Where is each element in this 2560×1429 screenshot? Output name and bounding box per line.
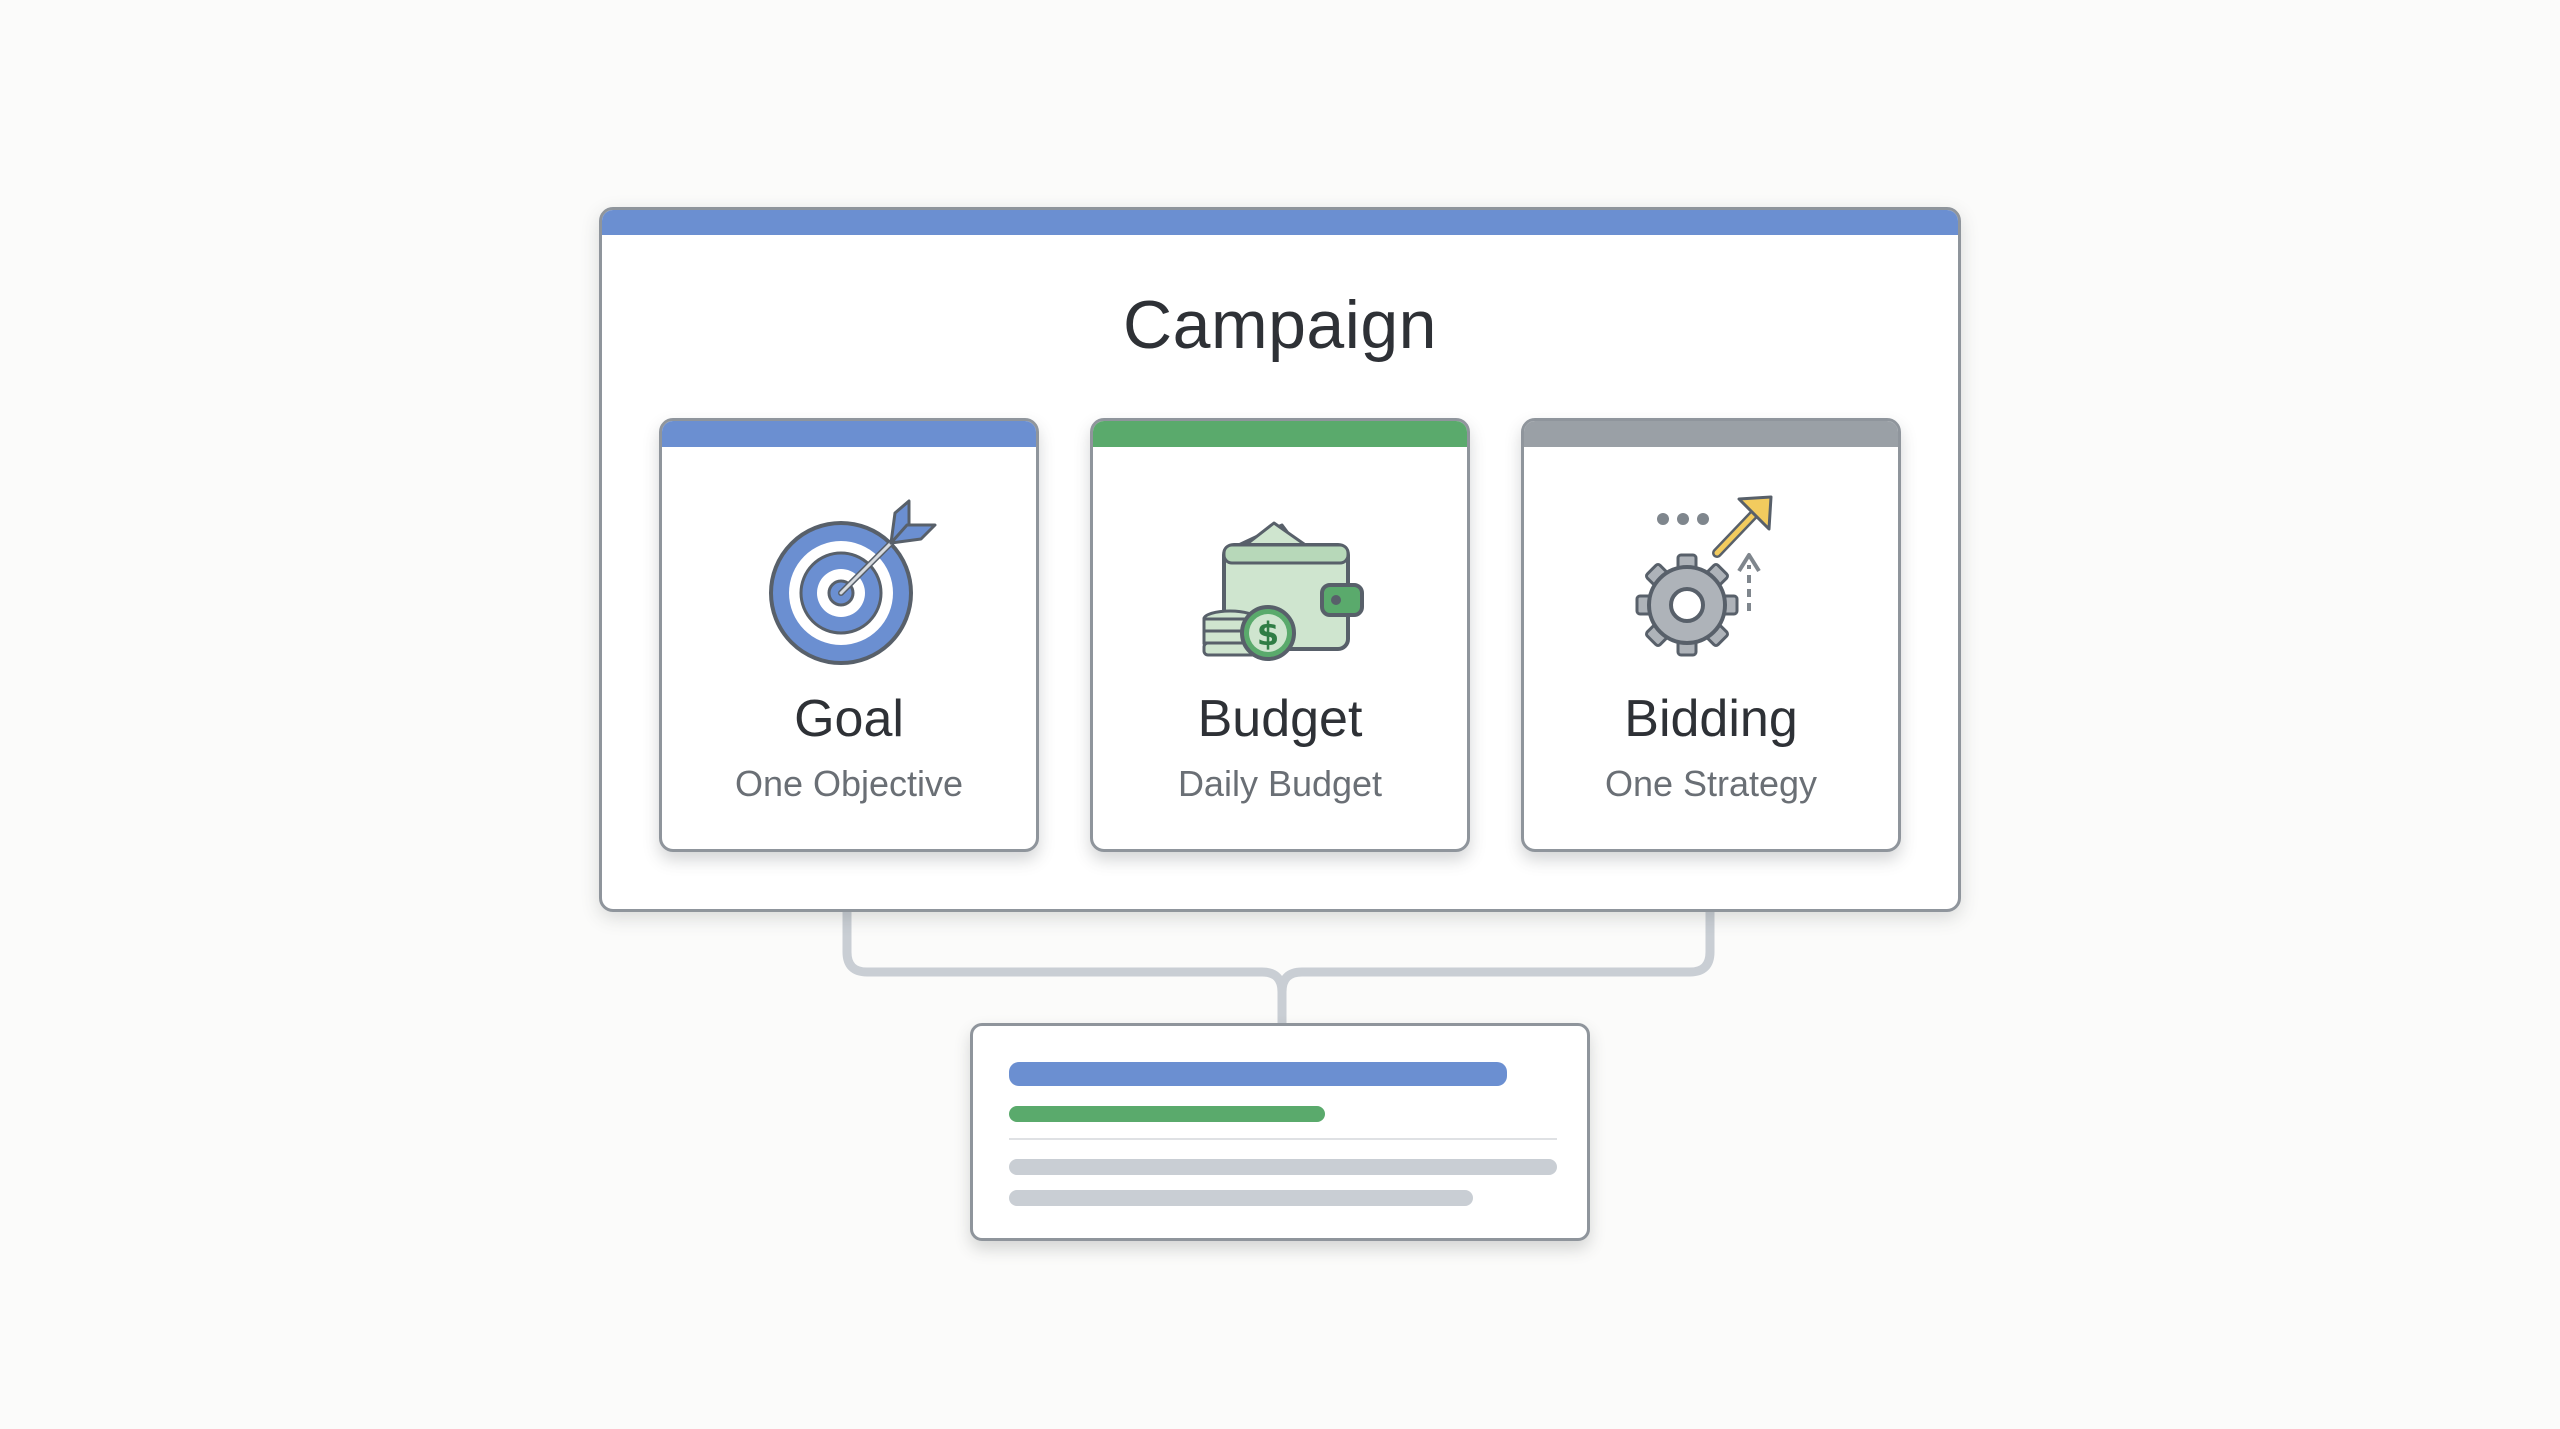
goal-subtitle: One Objective [734, 763, 964, 804]
bidding-card-bar [1524, 421, 1898, 447]
target-icon [769, 499, 937, 665]
connector-bracket [842, 907, 1715, 1028]
bidding-subtitle: One Strategy [1604, 763, 1818, 804]
bidding-title: Bidding [1624, 690, 1798, 748]
result-url-bar [1009, 1106, 1325, 1122]
goal-title: Goal [794, 690, 904, 748]
result-text-bar [1009, 1190, 1473, 1206]
campaign-title: Campaign [1123, 287, 1437, 363]
result-card [970, 1023, 1590, 1241]
gear-arrow-icon [1635, 495, 1773, 657]
budget-card-bar [1093, 421, 1467, 447]
budget-card: $ Budget Daily Budget [1090, 418, 1470, 852]
goal-card-bar [662, 421, 1036, 447]
result-text-bar [1009, 1159, 1557, 1175]
result-divider [1009, 1138, 1557, 1140]
svg-text:$: $ [1257, 615, 1279, 653]
bidding-card: Bidding One Strategy [1521, 418, 1901, 852]
campaign-topbar [602, 210, 1958, 235]
goal-card: Goal One Objective [659, 418, 1039, 852]
wallet-icon: $ [1202, 521, 1364, 661]
budget-title: Budget [1197, 690, 1363, 748]
result-headline-bar [1009, 1062, 1507, 1086]
budget-subtitle: Daily Budget [1177, 763, 1383, 804]
